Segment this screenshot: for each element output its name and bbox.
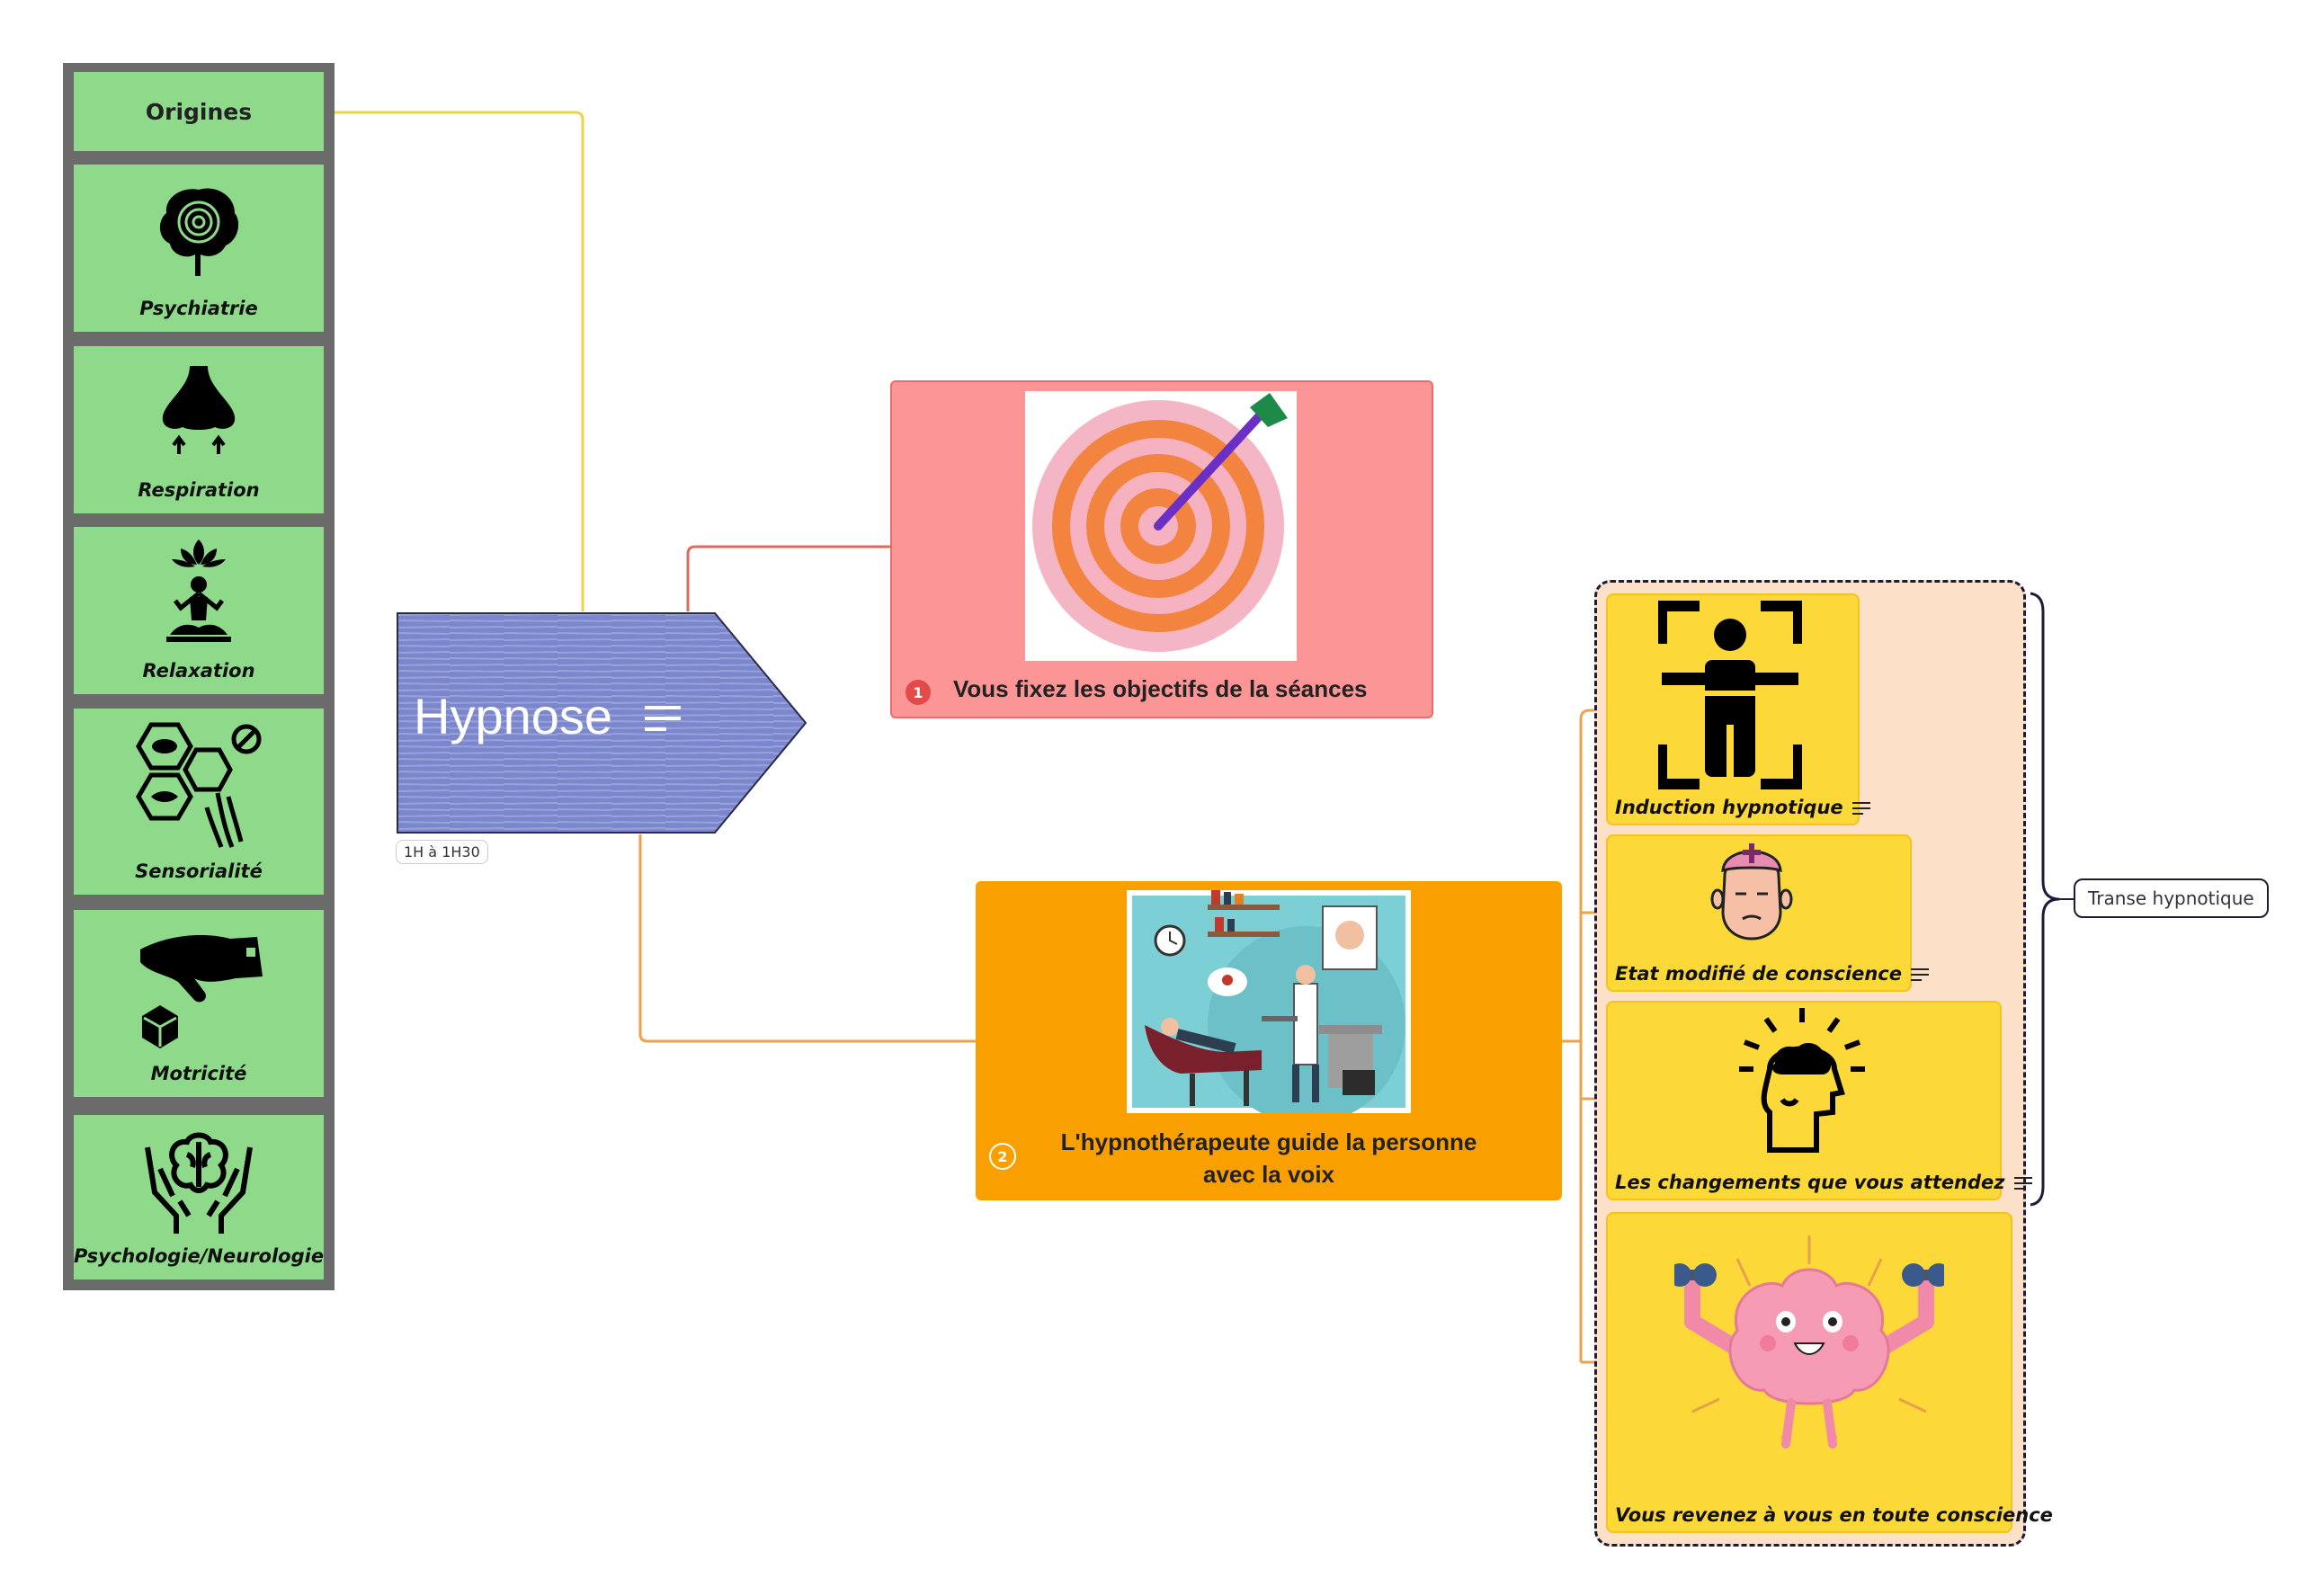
- origin-item-sensorialite[interactable]: Sensorialité: [74, 709, 324, 895]
- stage-induction[interactable]: Induction hypnotique: [1606, 593, 1870, 825]
- stage-retour[interactable]: Vous revenez à vous en toute conscience: [1606, 1212, 2053, 1533]
- strong-brain-icon: [1674, 1235, 1944, 1449]
- person-focus-icon: [1658, 601, 1802, 789]
- origin-label: Motricité: [150, 1063, 247, 1084]
- origin-label: Respiration: [138, 479, 260, 501]
- origin-item-psychiatrie[interactable]: Psychiatrie: [74, 165, 324, 332]
- topic-number-badge: 2: [989, 1143, 1016, 1170]
- origin-label: Relaxation: [142, 660, 255, 682]
- therapist-patient-image: [1127, 890, 1411, 1113]
- brain-spiral-icon: [159, 188, 239, 276]
- origin-item-motricite[interactable]: Motricité: [74, 910, 324, 1097]
- central-node[interactable]: [396, 611, 809, 834]
- target-dart-image: [1025, 391, 1297, 661]
- hand-grab-icon: [140, 935, 263, 1048]
- head-brain-icon: [1710, 843, 1793, 941]
- note-icon[interactable]: [2013, 1176, 2032, 1190]
- topic-title: Vous fixez les objectifs de la séances: [953, 675, 1368, 702]
- origin-item-relaxation[interactable]: Relaxation: [74, 527, 324, 694]
- topic-number-badge: 1: [906, 680, 931, 705]
- stage-label: Les changements que vous attendez: [1615, 1172, 2032, 1193]
- origin-item-psychologie[interactable]: Psychologie/Neurologie: [74, 1115, 324, 1279]
- note-icon[interactable]: [1851, 801, 1870, 816]
- notes-icon[interactable]: [643, 704, 683, 736]
- duration-tag[interactable]: 1H à 1H30: [396, 840, 488, 864]
- origins-header[interactable]: Origines: [74, 72, 324, 151]
- stage-etat-modifie[interactable]: Etat modifié de conscience: [1606, 834, 1929, 992]
- origin-label: Sensorialité: [135, 860, 263, 882]
- meditation-lotus-icon: [166, 539, 231, 642]
- summary-trance-hypnotique[interactable]: Transe hypnotique: [2074, 878, 2269, 918]
- topic-guide-voix[interactable]: 2 L'hypnothérapeute guide la personne av…: [976, 881, 1562, 1200]
- origin-label: Psychiatrie: [139, 298, 258, 319]
- idea-head-icon: [1739, 1008, 1865, 1153]
- nose-breathing-icon: [162, 366, 236, 454]
- origin-label: Psychologie/Neurologie: [74, 1245, 325, 1267]
- central-title: Hypnose: [414, 687, 683, 745]
- stage-label: Etat modifié de conscience: [1615, 963, 1929, 985]
- hands-brain-icon: [145, 1132, 253, 1234]
- note-icon[interactable]: [1910, 967, 1929, 982]
- topic-title: L'hypnothérapeute guide la personne avec…: [1060, 1128, 1477, 1188]
- origin-item-respiration[interactable]: Respiration: [74, 346, 324, 513]
- senses-icon: [136, 722, 262, 848]
- stage-label: Vous revenez à vous en toute conscience: [1615, 1504, 2053, 1526]
- topic-objectifs[interactable]: 1 Vous fixez les objectifs de la séances: [890, 380, 1433, 718]
- stage-changements[interactable]: Les changements que vous attendez: [1606, 1001, 2032, 1200]
- stage-label: Induction hypnotique: [1615, 797, 1870, 818]
